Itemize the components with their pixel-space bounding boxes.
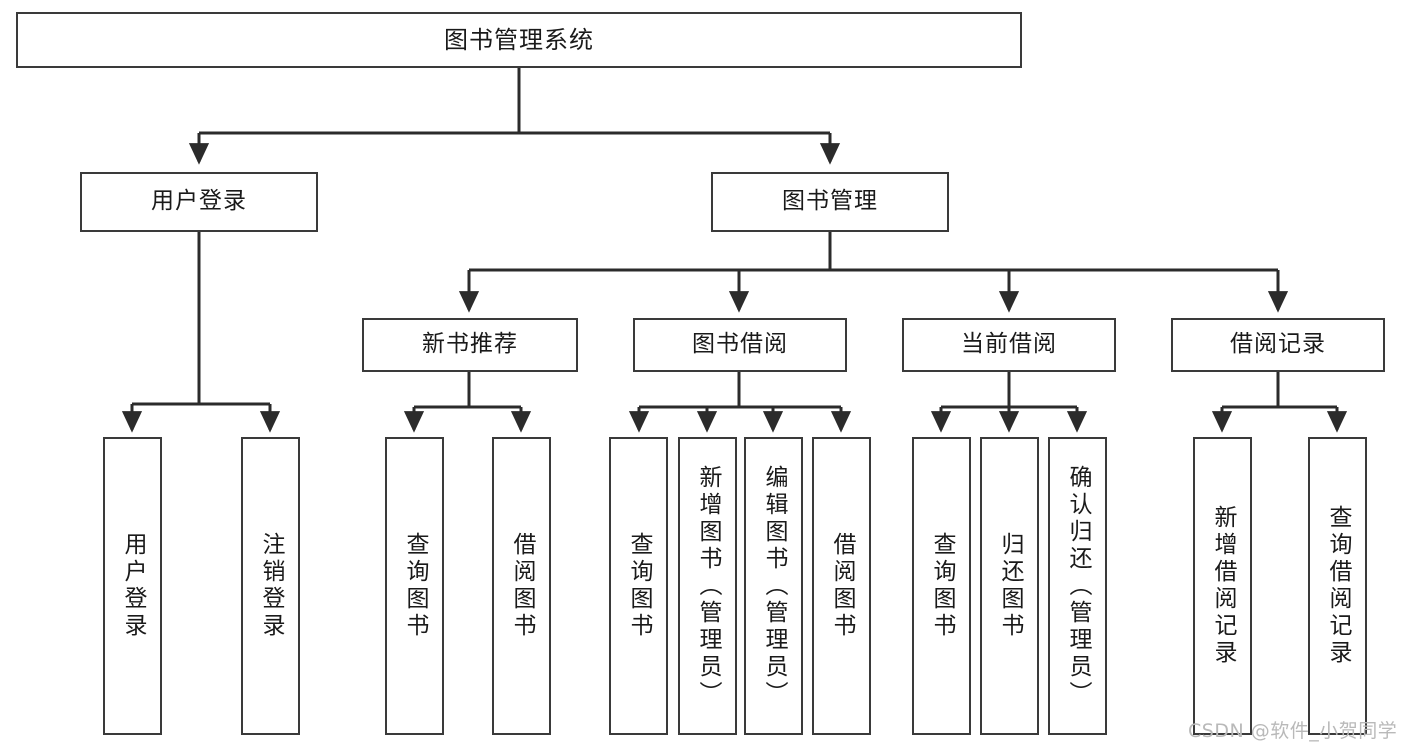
node-label: 用户登录 — [151, 188, 247, 215]
node-label: 编辑图书（管理员） — [761, 464, 787, 708]
node-label: 新增图书（管理员） — [695, 464, 721, 708]
node-label: 新增借阅记录 — [1210, 505, 1236, 667]
leaf-query-borrow-record[interactable]: 查询借阅记录 — [1308, 437, 1367, 735]
leaf-borrow-book-1[interactable]: 借阅图书 — [492, 437, 551, 735]
leaf-query-book-3[interactable]: 查询图书 — [912, 437, 971, 735]
leaf-borrow-book-2[interactable]: 借阅图书 — [812, 437, 871, 735]
watermark: CSDN @软件_小贺同学 — [1188, 720, 1398, 742]
node-label: 查询借阅记录 — [1325, 505, 1351, 667]
node-new-book-recommend[interactable]: 新书推荐 — [362, 318, 578, 372]
node-label: 借阅图书 — [829, 532, 855, 640]
node-label: 图书借阅 — [692, 331, 788, 358]
node-label: 借阅图书 — [509, 532, 535, 640]
leaf-confirm-return-admin[interactable]: 确认归还（管理员） — [1048, 437, 1107, 735]
node-borrow-record[interactable]: 借阅记录 — [1171, 318, 1385, 372]
node-label: 借阅记录 — [1230, 331, 1326, 358]
leaf-edit-book-admin[interactable]: 编辑图书（管理员） — [744, 437, 803, 735]
node-book-borrow[interactable]: 图书借阅 — [633, 318, 847, 372]
leaf-user-login[interactable]: 用户登录 — [103, 437, 162, 735]
leaf-return-book[interactable]: 归还图书 — [980, 437, 1039, 735]
node-label: 归还图书 — [997, 532, 1023, 640]
leaf-query-book-1[interactable]: 查询图书 — [385, 437, 444, 735]
node-label: 图书管理系统 — [444, 25, 594, 54]
node-label: 注销登录 — [258, 532, 284, 640]
node-label: 新书推荐 — [422, 331, 518, 358]
node-label: 查询图书 — [402, 532, 428, 640]
leaf-add-book-admin[interactable]: 新增图书（管理员） — [678, 437, 737, 735]
node-label: 图书管理 — [782, 188, 878, 215]
node-label: 用户登录 — [120, 532, 146, 640]
node-label: 确认归还（管理员） — [1065, 464, 1091, 708]
leaf-add-borrow-record[interactable]: 新增借阅记录 — [1193, 437, 1252, 735]
node-root-system[interactable]: 图书管理系统 — [16, 12, 1022, 68]
node-label: 当前借阅 — [961, 331, 1057, 358]
leaf-logout-login[interactable]: 注销登录 — [241, 437, 300, 735]
leaf-query-book-2[interactable]: 查询图书 — [609, 437, 668, 735]
node-user-login[interactable]: 用户登录 — [80, 172, 318, 232]
node-label: 查询图书 — [626, 532, 652, 640]
node-book-management[interactable]: 图书管理 — [711, 172, 949, 232]
node-current-borrow[interactable]: 当前借阅 — [902, 318, 1116, 372]
node-label: 查询图书 — [929, 532, 955, 640]
